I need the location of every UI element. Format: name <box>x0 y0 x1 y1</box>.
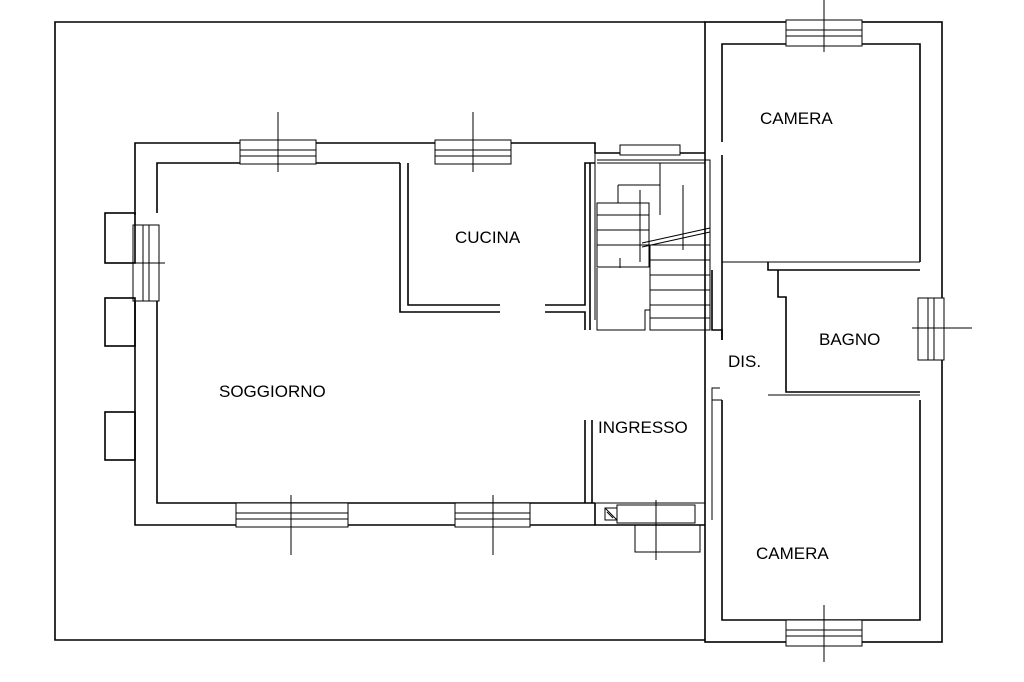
room-label-camera-top: CAMERA <box>760 109 833 128</box>
kitchen-walls <box>399 153 596 330</box>
window-soggiorno-bottom-left <box>235 502 349 528</box>
window-stair-top <box>619 144 681 156</box>
window-axis-marks <box>108 0 972 662</box>
room-label-bagno: BAGNO <box>819 330 880 349</box>
room-label-soggiorno: SOGGIORNO <box>219 382 326 401</box>
staircase <box>596 159 723 340</box>
site-boundary <box>54 21 705 641</box>
room-label-dis: DIS. <box>728 352 761 371</box>
room-label-camera-bottom: CAMERA <box>756 544 829 563</box>
house-walls <box>134 142 705 526</box>
window-bagno <box>917 297 945 361</box>
left-fixtures <box>104 212 136 461</box>
room-label-ingresso: INGRESSO <box>598 418 688 437</box>
room-label-cucina: CUCINA <box>455 228 521 247</box>
entrance-door-step <box>616 504 701 553</box>
